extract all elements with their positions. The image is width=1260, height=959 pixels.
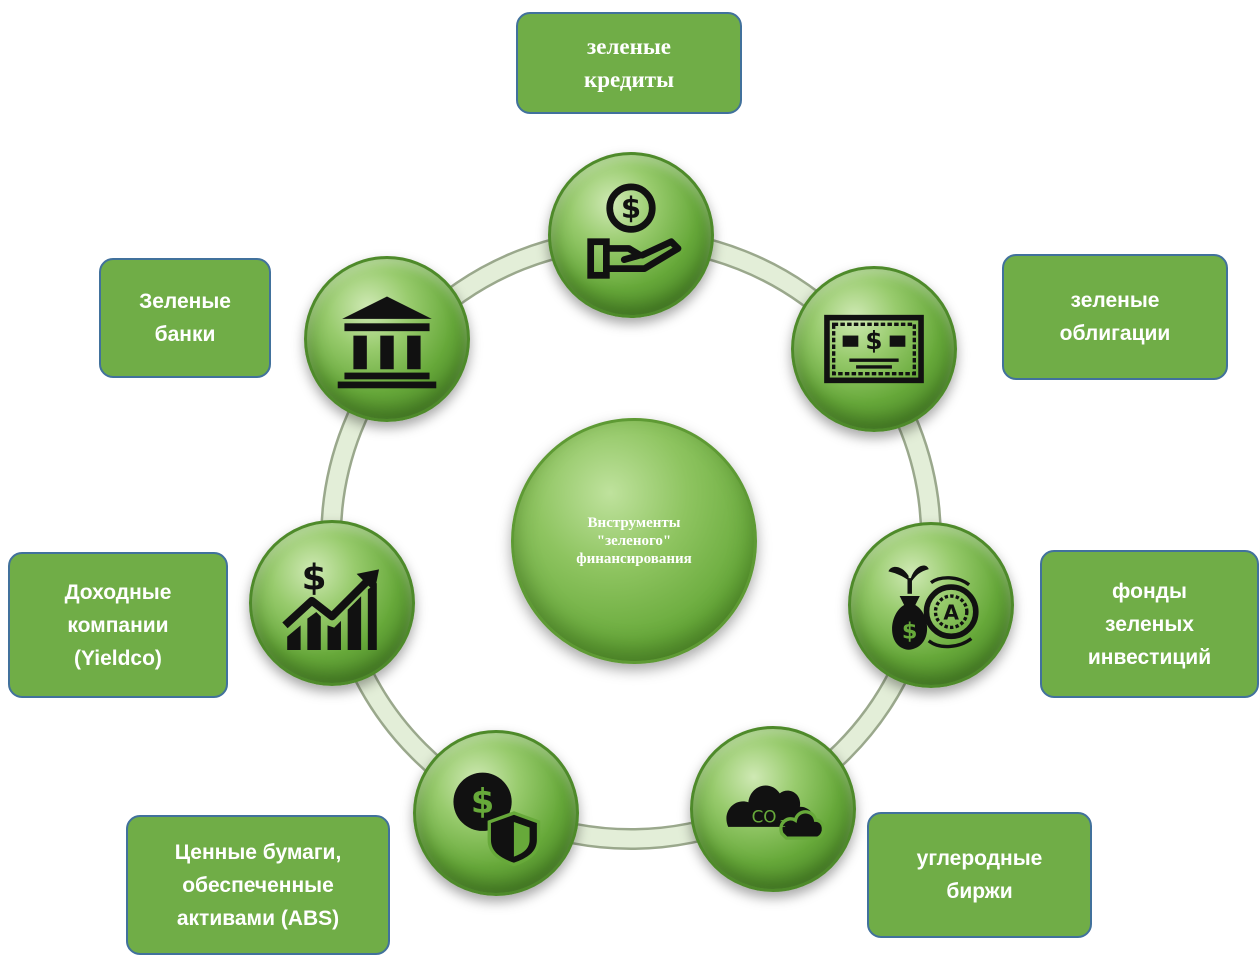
bank-icon xyxy=(337,296,437,389)
center-node: Внструменты "зеленого" финансирования xyxy=(511,418,757,664)
svg-text:$: $ xyxy=(865,326,882,355)
svg-text:CO: CO xyxy=(752,806,777,826)
money-hand-icon: $ xyxy=(587,183,682,279)
svg-text:$: $ xyxy=(471,782,494,821)
svg-text:2: 2 xyxy=(780,819,786,830)
investment-fund-icon: $ A xyxy=(888,565,979,650)
growth-chart-icon: $ xyxy=(282,558,380,651)
bond-certificate-icon: $ xyxy=(824,314,924,384)
svg-text:A: A xyxy=(943,601,959,625)
node-carbon-exchanges: CO 2 xyxy=(690,726,856,892)
box-green-banks: Зеленые банки xyxy=(99,258,271,378)
box-green-bonds: зеленые облигации xyxy=(1002,254,1228,380)
node-abs: $ xyxy=(413,730,579,896)
node-green-bonds: $ xyxy=(791,266,957,432)
box-green-loans: зеленые кредиты xyxy=(516,12,742,114)
box-carbon-exchanges: углеродные биржи xyxy=(867,812,1092,938)
center-label: Внструменты "зеленого" финансирования xyxy=(576,515,692,567)
node-investment-funds: $ A xyxy=(848,522,1014,688)
svg-text:$: $ xyxy=(302,558,327,599)
dollar-shield-icon: $ xyxy=(453,772,541,867)
co2-cloud-icon: CO 2 xyxy=(726,785,826,840)
box-yieldco: Доходные компании (Yieldco) xyxy=(8,552,228,698)
box-green-investment-funds: фонды зеленых инвестиций xyxy=(1040,550,1259,698)
svg-text:$: $ xyxy=(621,191,641,225)
node-yieldco: $ xyxy=(249,520,415,686)
box-abs-securities: Ценные бумаги, обеспеченные активами (AB… xyxy=(126,815,390,955)
svg-text:$: $ xyxy=(902,619,918,645)
node-green-banks xyxy=(304,256,470,422)
node-green-loans: $ xyxy=(548,152,714,318)
